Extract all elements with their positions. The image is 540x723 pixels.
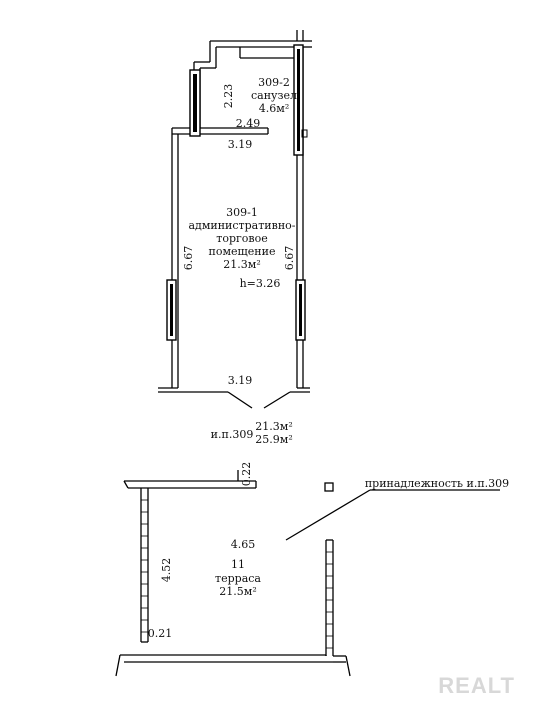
office-name-1: административно- <box>188 219 295 232</box>
unit-area-1: 21.3м² <box>255 420 292 433</box>
terrace-number: 11 <box>231 558 245 571</box>
office-name-2: торговое <box>216 232 267 245</box>
dim-4-52: 4.52 <box>160 558 173 583</box>
watermark-logo: REALT <box>438 673 515 698</box>
dim-6-67-left: 6.67 <box>182 246 195 271</box>
terrace-area: 21.5м² <box>219 585 256 598</box>
sanuzel-area: 4.6м² <box>259 102 289 115</box>
sanuzel-number: 309-2 <box>258 76 290 89</box>
dim-2-23: 2.23 <box>222 84 235 109</box>
dim-6-67-right: 6.67 <box>283 246 296 271</box>
window-fill <box>170 49 302 336</box>
office-height: h=3.26 <box>240 277 281 290</box>
dim-3-19-top: 3.19 <box>228 138 253 151</box>
office-name-3: помещение <box>209 245 276 258</box>
labels-upper: 309-2 санузел 4.6м² 2.23 2.49 3.19 309-1… <box>182 76 297 446</box>
dim-3-19-bottom: 3.19 <box>228 374 253 387</box>
dim-0-21: 0.21 <box>148 627 173 640</box>
unit-label: и.п.309 <box>211 428 254 441</box>
labels-terrace: 0.22 принадлежность и.п.309 4.65 4.52 11… <box>148 462 509 640</box>
office-area: 21.3м² <box>223 258 260 271</box>
callout-text: принадлежность и.п.309 <box>365 477 509 490</box>
terrace-name: терраса <box>215 572 261 585</box>
dim-0-22: 0.22 <box>240 462 253 487</box>
fixture-box <box>301 129 308 138</box>
dim-2-49: 2.49 <box>236 117 261 130</box>
dim-4-65: 4.65 <box>231 538 256 551</box>
sanuzel-name: санузел <box>251 89 297 102</box>
unit-area-2: 25.9м² <box>255 433 292 446</box>
walls-terrace <box>115 470 500 677</box>
office-number: 309-1 <box>226 206 258 219</box>
